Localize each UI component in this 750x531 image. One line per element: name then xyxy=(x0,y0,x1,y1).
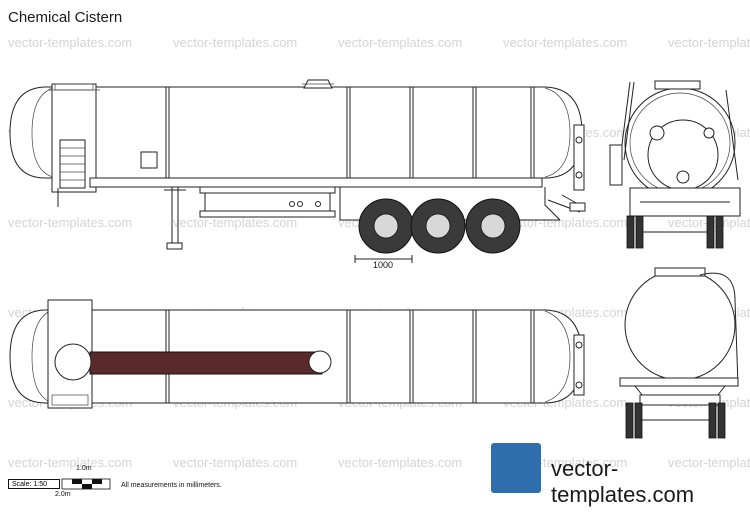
watermark-text: vector-templates.com xyxy=(173,455,297,470)
measurement-note: All measurements in millimeters. xyxy=(121,482,222,489)
watermark-text: vector-templates.com xyxy=(503,35,627,50)
scale-two-meter-label: 2.0m xyxy=(55,491,71,498)
page-title: Chemical Cistern xyxy=(8,9,123,26)
front-view xyxy=(619,267,739,439)
logo-site-text: vector-templates.com xyxy=(551,456,695,507)
watermark-text: vector-templates.com xyxy=(173,215,297,230)
logo-badge xyxy=(491,443,541,493)
watermark-text: vector-templates.com xyxy=(8,455,132,470)
dimension-label: 1000 xyxy=(373,260,393,270)
scale-bar xyxy=(61,478,111,490)
watermark-text: vector-templates.com xyxy=(668,455,750,470)
watermark-text: vector-templates.com xyxy=(338,35,462,50)
walkway-pipe xyxy=(89,351,323,375)
watermark-text: vector-templates.com xyxy=(668,35,750,50)
watermark-text: vector-templates.com xyxy=(8,215,132,230)
watermark-text: vector-templates.com xyxy=(503,215,627,230)
watermark-text: vector-templates.com xyxy=(173,35,297,50)
scale-label: Scale: 1:50 xyxy=(8,479,60,489)
side-view: 1000 xyxy=(9,79,586,270)
top-view xyxy=(9,299,585,409)
side-wheels xyxy=(358,198,521,254)
watermark-text: vector-templates.com xyxy=(8,35,132,50)
scale-one-meter-label: 1.0m xyxy=(76,465,92,472)
rear-view xyxy=(609,80,741,249)
watermark-text: vector-templates.com xyxy=(338,455,462,470)
